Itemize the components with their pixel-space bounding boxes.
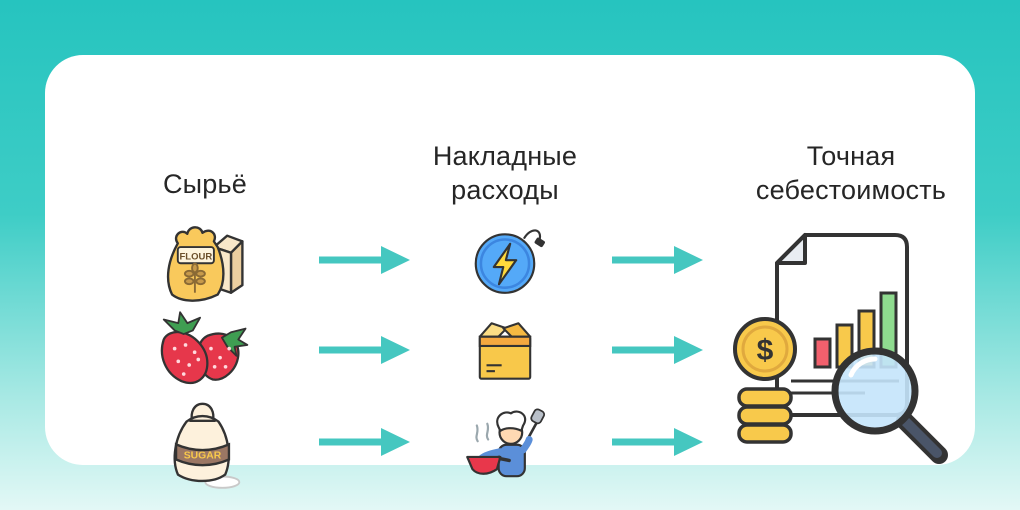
lightning-bolt-icon: [492, 242, 518, 286]
flour-label: FLOUR: [179, 251, 212, 262]
column-title-raw-materials: Сырьё: [162, 169, 247, 199]
package-box-icon: [463, 311, 547, 391]
arrow-icon: [317, 424, 412, 460]
arrow-icon: [317, 242, 412, 278]
chef-cooking-icon: [455, 399, 551, 487]
wheat-icon: [183, 262, 206, 293]
arrow-icon: [317, 332, 412, 368]
strawberry-left: [160, 311, 209, 384]
chef-hat-icon: [496, 410, 527, 433]
strawberries-icon: [151, 307, 251, 392]
strawberry-seeds: [172, 343, 231, 376]
power-cord: [522, 229, 542, 241]
coin-stack-icon: [737, 387, 793, 444]
arrow-icon: [610, 424, 705, 460]
flour-bag-icon: FLOUR: [155, 211, 250, 306]
magnifier-icon: [831, 347, 948, 464]
spatula-icon: [526, 408, 546, 441]
diagram-card: Сырьё Накладные расходы Точная себестоим…: [45, 55, 975, 489]
tape-band: [478, 335, 532, 348]
electricity-icon: [462, 218, 548, 304]
power-plug: [534, 237, 545, 248]
dollar-sign: $: [757, 334, 774, 367]
bar-chart-icon: [813, 291, 898, 369]
cost-analysis-icon: $: [727, 223, 967, 473]
arrow-icon: [610, 242, 705, 278]
sugar-bag-icon: SUGAR: [160, 395, 245, 490]
steam: [475, 424, 479, 443]
pan-icon: [466, 455, 511, 475]
arrow-icon: [610, 332, 705, 368]
sugar-label: SUGAR: [184, 451, 222, 462]
dollar-coin-icon: $: [733, 317, 797, 381]
steam: [485, 422, 490, 441]
column-title-exact-cost: Точная себестоимость: [755, 141, 947, 205]
column-title-overhead: Накладные расходы: [432, 141, 578, 205]
